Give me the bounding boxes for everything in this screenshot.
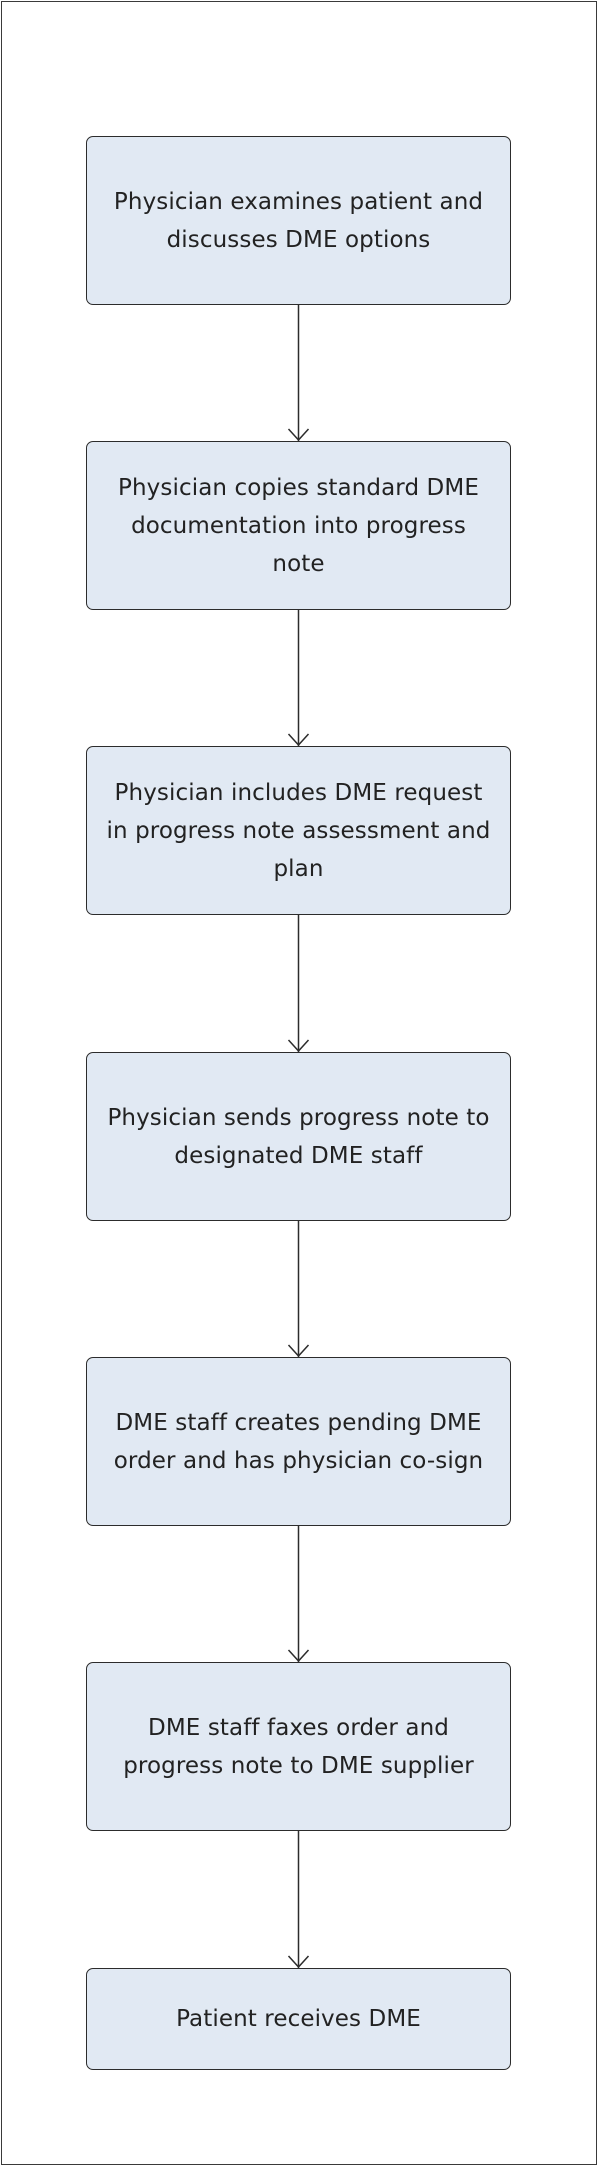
arrowhead-icon: [287, 1649, 310, 1663]
flow-step-send-note: Physician sends progress note to designa…: [86, 1052, 511, 1221]
flow-step-label: DME staff creates pending DME order and …: [113, 1409, 484, 1474]
arrowhead-icon: [287, 1039, 310, 1053]
arrowhead-icon: [287, 1955, 310, 1969]
arrowhead-icon: [287, 733, 310, 747]
flow-step-label: Patient receives DME: [176, 2006, 421, 2032]
flow-step-label: Physician copies standard DME documentat…: [118, 474, 479, 577]
flow-step-receive: Patient receives DME: [86, 1968, 511, 2070]
flow-step-label: Physician sends progress note to designa…: [107, 1104, 490, 1169]
arrowhead-icon: [287, 1344, 310, 1358]
flow-step-include-request: Physician includes DME request in progre…: [86, 746, 511, 915]
flow-step-label: DME staff faxes order and progress note …: [123, 1714, 474, 1779]
flow-step-label: Physician examines patient and discusses…: [113, 188, 484, 253]
flow-step-copy-docs: Physician copies standard DME documentat…: [86, 441, 511, 610]
flow-step-fax-order: DME staff faxes order and progress note …: [86, 1662, 511, 1831]
flow-step-label: Physician includes DME request in progre…: [106, 779, 491, 882]
flow-step-examine: Physician examines patient and discusses…: [86, 136, 511, 305]
flow-step-create-order: DME staff creates pending DME order and …: [86, 1357, 511, 1526]
arrowhead-icon: [287, 428, 310, 442]
